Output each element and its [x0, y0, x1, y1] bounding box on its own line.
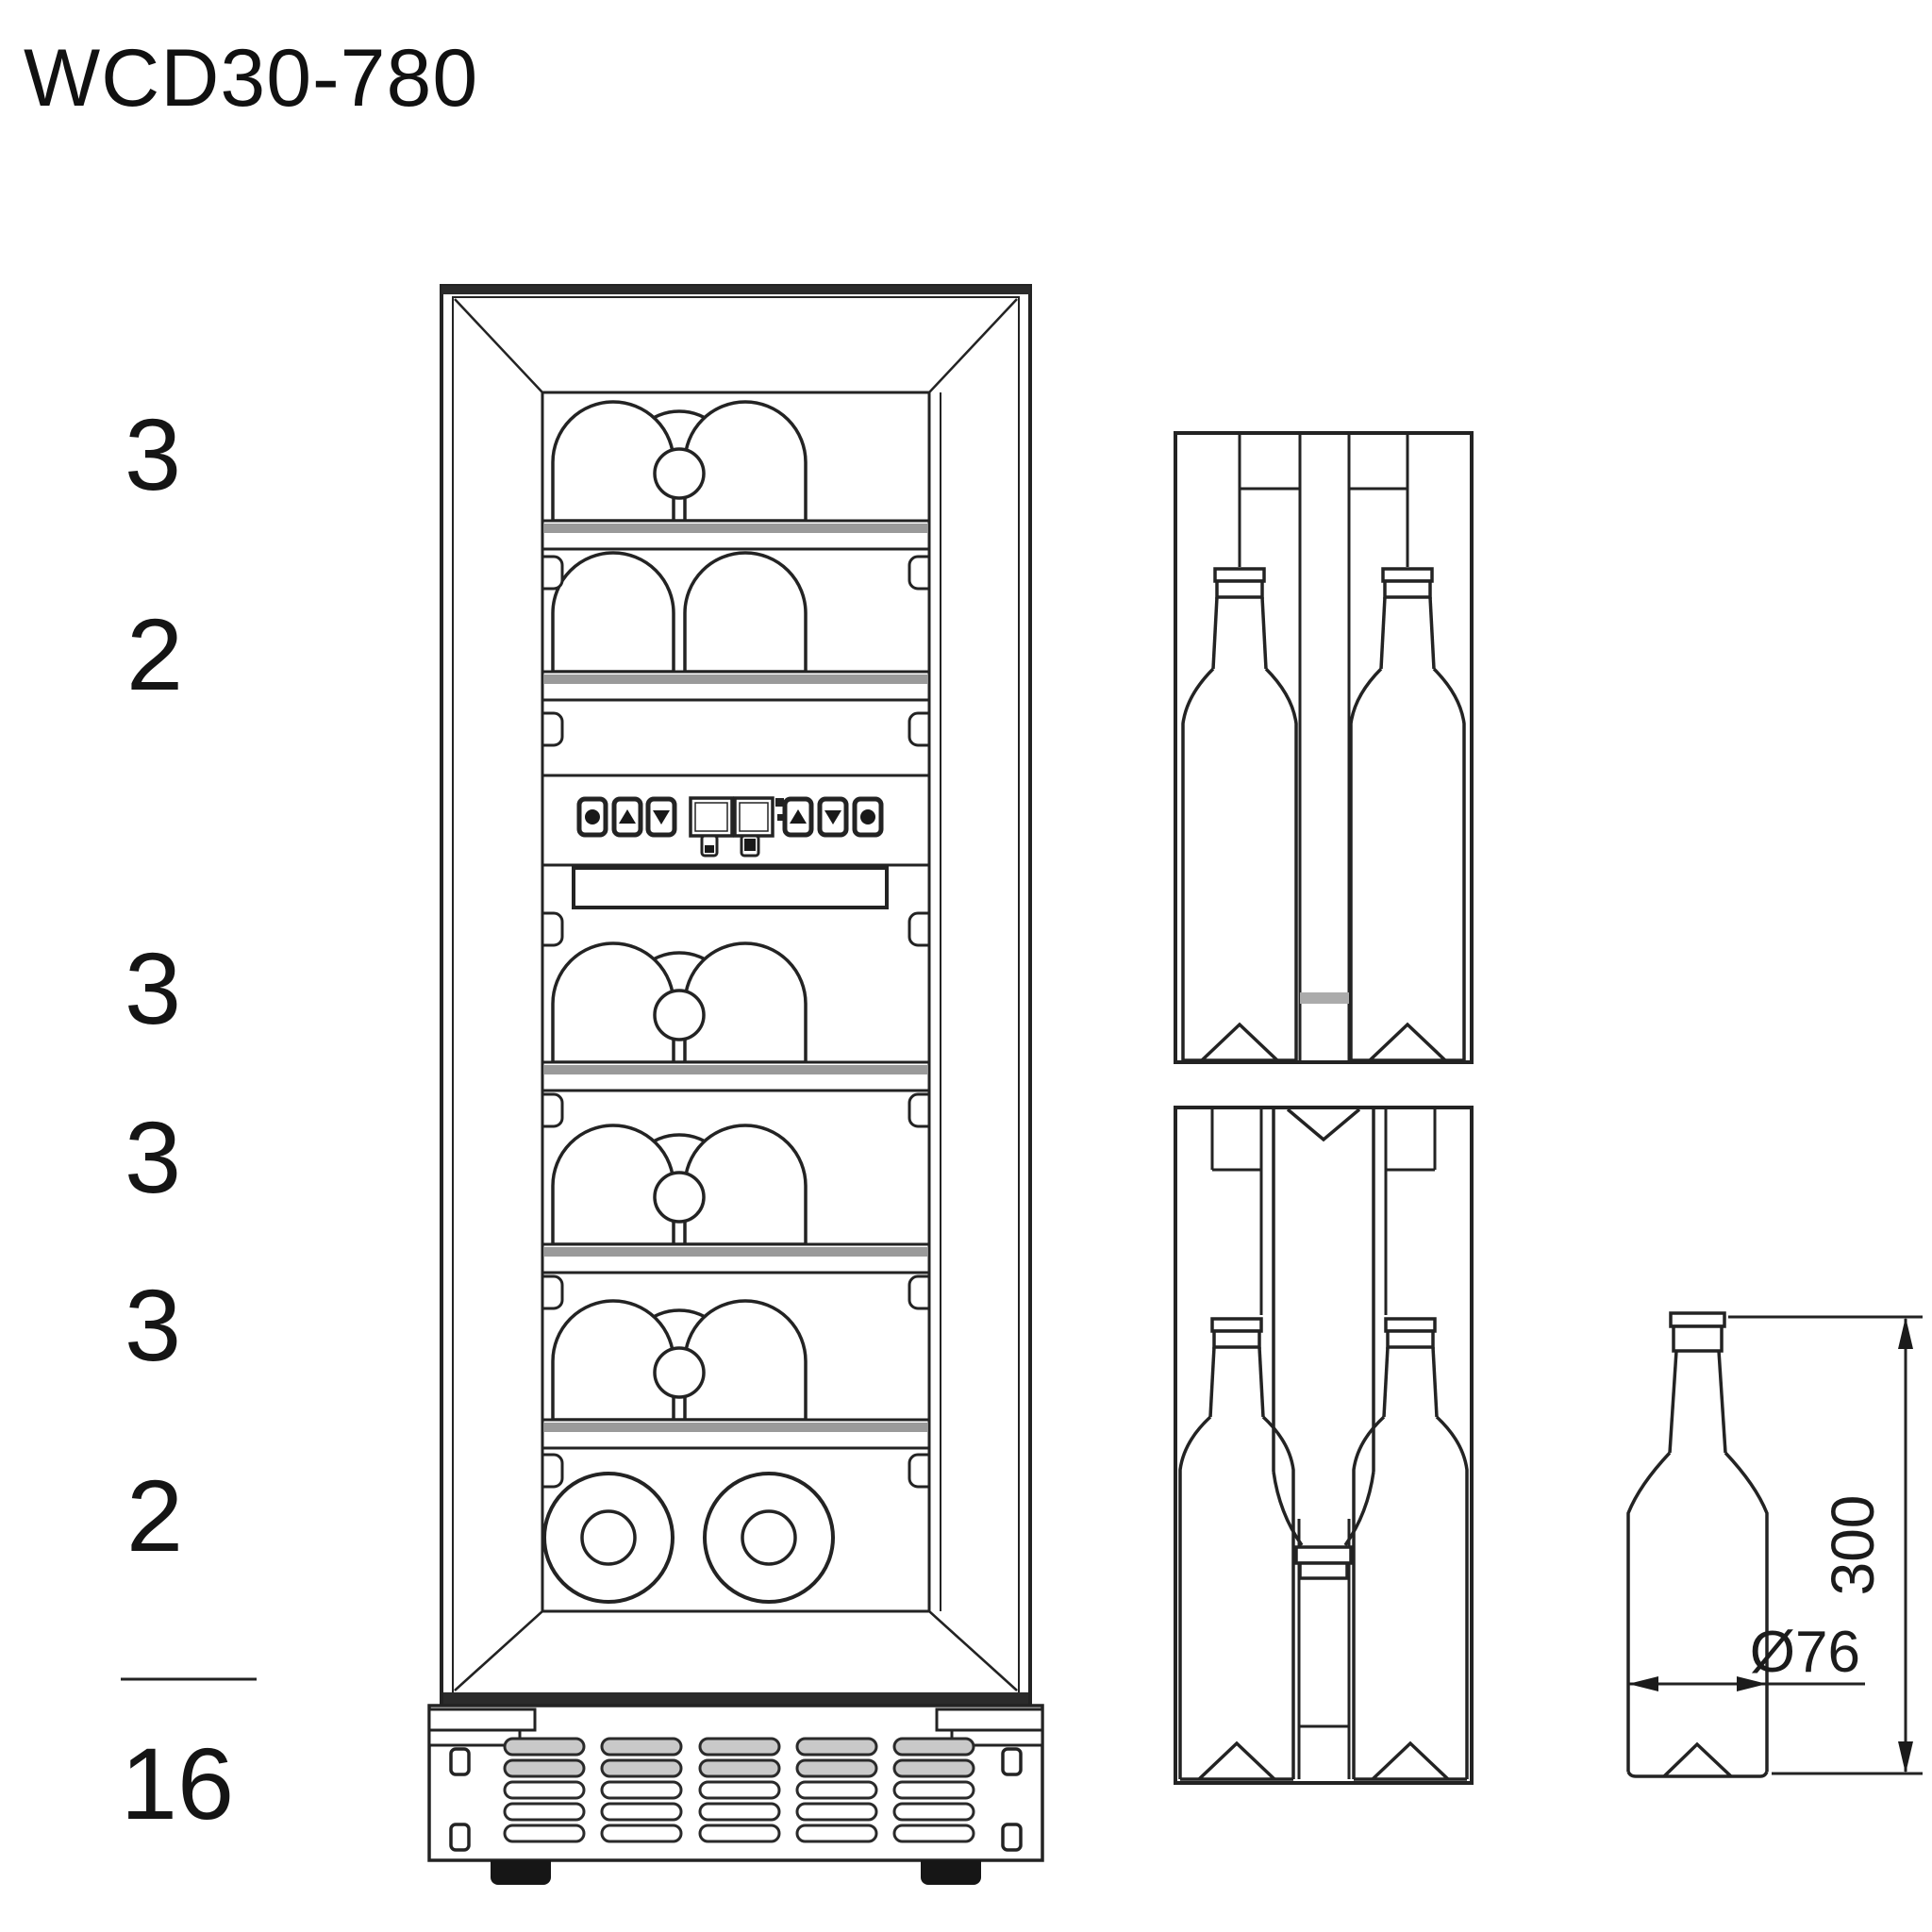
up-arrow-icon — [790, 809, 807, 824]
corner-clip — [449, 1747, 471, 1776]
corner-clip — [449, 1823, 471, 1852]
diameter-label: Ø76 — [1750, 1620, 1860, 1685]
wine-shelf — [541, 1242, 931, 1274]
bottle — [1349, 567, 1466, 1062]
shelf-count-6: 2 — [126, 1458, 183, 1573]
corner-clip — [1001, 1823, 1023, 1852]
down-arrow-icon — [824, 810, 841, 824]
wine-shelf — [541, 670, 931, 702]
front-view — [427, 284, 1044, 1885]
capacity-total: 16 — [121, 1726, 234, 1840]
light-button — [855, 799, 881, 835]
bottle-punt — [580, 1509, 637, 1566]
evaporator-cover — [572, 866, 889, 909]
shelf-count-2: 2 — [126, 597, 183, 711]
bottle — [1181, 567, 1298, 1062]
shelf-count-5: 3 — [125, 1268, 181, 1382]
power-button — [579, 799, 606, 835]
wine-shelf — [541, 1060, 931, 1092]
bottle-row-3 — [553, 943, 806, 1062]
fan-indicator — [740, 834, 760, 858]
cabinet-floor — [454, 1609, 1018, 1691]
bottle-row-3 — [553, 402, 806, 521]
inverted-bottle — [1272, 1108, 1375, 1779]
down-arrow-icon — [653, 810, 670, 824]
shelf-count-3: 3 — [125, 931, 181, 1045]
diameter-dimension: Ø76 — [1628, 1620, 1865, 1691]
bottle-punt — [741, 1509, 797, 1566]
foot-right — [921, 1860, 981, 1885]
foot-left — [491, 1860, 551, 1885]
upper-temp-down-button — [648, 799, 675, 835]
base-plinth — [427, 1704, 1044, 1885]
standing-bottles — [542, 1472, 835, 1604]
bottle-row-3 — [553, 1125, 806, 1244]
lower-zone-display — [733, 796, 774, 838]
height-label: 300 — [1819, 1495, 1887, 1596]
shelf-top-view-two-bottles — [1174, 431, 1474, 1064]
wine-shelf — [541, 1418, 931, 1450]
lower-temp-down-button — [820, 799, 846, 835]
bottle-dimension-view: 300 Ø76 — [1626, 1311, 1923, 1778]
vent-grille — [503, 1737, 975, 1843]
hinge-left — [427, 1707, 537, 1747]
shelf-count-1: 3 — [125, 397, 181, 511]
power-icon — [585, 809, 600, 824]
degree-mark — [775, 798, 784, 807]
compressor-indicator — [700, 834, 719, 858]
bottle — [1178, 1317, 1295, 1781]
degree-mark — [777, 814, 784, 821]
page-title: WCD30-780 — [24, 33, 478, 124]
lower-temp-up-button — [785, 799, 811, 835]
wine-shelf — [541, 519, 931, 551]
corner-clip — [1001, 1747, 1023, 1776]
light-icon — [860, 809, 875, 824]
shelf-top-view-three-bottles — [1174, 1106, 1474, 1785]
bottle-profile — [1626, 1311, 1769, 1778]
up-arrow-icon — [619, 809, 636, 824]
upper-temp-up-button — [614, 799, 641, 835]
height-dimension: 300 — [1728, 1315, 1923, 1775]
upper-zone-display — [689, 796, 734, 838]
shelf-count-4: 3 — [125, 1100, 181, 1214]
control-panel — [542, 774, 929, 867]
capacity-column: 3 2 3 3 3 2 16 — [121, 397, 257, 1840]
bottle-row-3 — [553, 1301, 806, 1420]
bottle — [1352, 1317, 1469, 1781]
